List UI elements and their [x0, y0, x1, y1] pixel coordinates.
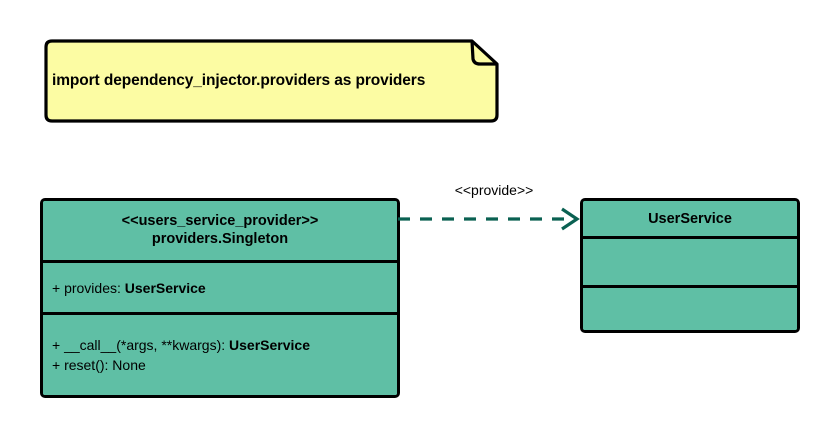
arrowhead-icon — [561, 207, 580, 231]
service-class-name: UserService — [648, 210, 732, 227]
note-import[interactable]: import dependency_injector.providers as … — [40, 38, 500, 124]
note-shape — [44, 39, 499, 123]
class-name: providers.Singleton — [151, 230, 289, 247]
operation-call-type: UserService — [229, 336, 310, 353]
note-import-text: import dependency_injector.providers as … — [52, 72, 426, 89]
operation-call-prefix: + __call__(*args, **kwargs): — [52, 336, 230, 353]
operation-reset-prefix: + reset(): None — [52, 357, 146, 373]
service-operations-compartment — [583, 285, 797, 330]
attribute-provides-prefix: + provides: — [52, 279, 125, 296]
class-operations-compartment: + __call__(*args, **kwargs): UserService… — [43, 312, 397, 395]
class-title-compartment: <<users_service_provider>> providers.Sin… — [43, 201, 397, 260]
operation-call: + __call__(*args, **kwargs): UserService — [52, 335, 397, 355]
attribute-provides-type: UserService — [124, 279, 206, 296]
attribute-provides: + provides: UserService — [52, 280, 206, 296]
connector-provide[interactable]: <<provide>> — [396, 182, 586, 232]
operation-reset: + reset(): None — [52, 355, 397, 375]
connector-label: <<provide>> — [454, 182, 534, 198]
class-box-user-service[interactable]: UserService — [580, 198, 800, 333]
class-box-users-service-provider[interactable]: <<users_service_provider>> providers.Sin… — [40, 198, 400, 398]
service-attributes-compartment — [583, 236, 797, 285]
class-stereotype: <<users_service_provider>> — [121, 212, 319, 229]
connector-line — [398, 207, 580, 231]
service-title-compartment: UserService — [583, 201, 797, 236]
class-attributes-compartment: + provides: UserService — [43, 260, 397, 312]
